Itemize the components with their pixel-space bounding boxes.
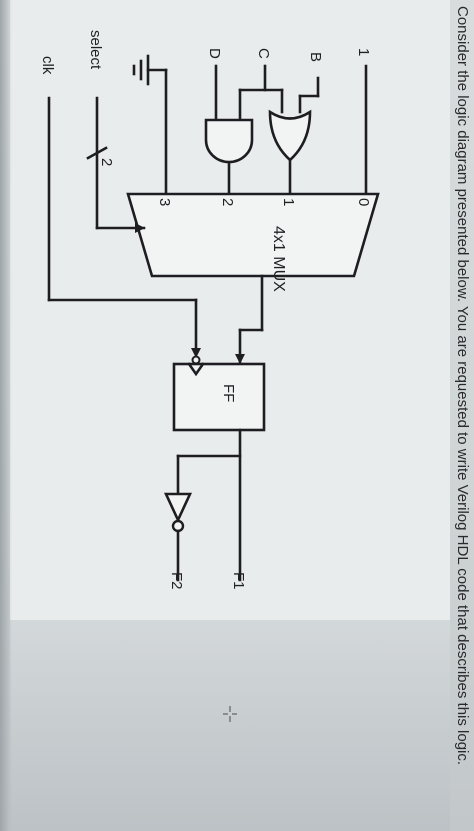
label-mux-in1: 1 bbox=[280, 198, 297, 206]
label-mux-in3: 3 bbox=[156, 198, 173, 206]
label-input-d: D bbox=[206, 48, 223, 59]
inverter-bubble-icon bbox=[171, 519, 185, 533]
page-edge-shadow bbox=[0, 0, 12, 831]
label-flipflop: FF bbox=[220, 384, 237, 402]
question-text: Consider the logic diagram presented bel… bbox=[454, 6, 471, 765]
label-input-b: B bbox=[307, 52, 324, 62]
label-mux-in0: 0 bbox=[355, 198, 372, 206]
label-mux-in2: 2 bbox=[219, 198, 236, 206]
bus-slash-icon bbox=[86, 146, 108, 160]
inverter-icon bbox=[163, 492, 193, 524]
mux-out-arrow-icon bbox=[235, 354, 245, 364]
label-input-1: 1 bbox=[355, 48, 372, 56]
clock-bubble-icon bbox=[191, 355, 201, 365]
label-select: select bbox=[87, 30, 104, 70]
label-output-f1: F1 bbox=[230, 572, 247, 590]
label-bus-width: 2 bbox=[98, 158, 115, 166]
flipflop-block bbox=[172, 362, 266, 432]
answer-area bbox=[10, 620, 450, 831]
clk-arrow-icon bbox=[191, 348, 201, 358]
ground-icon bbox=[132, 54, 150, 86]
crosshair-cursor-icon bbox=[223, 706, 237, 722]
label-mux: 4x1 MUX bbox=[270, 226, 287, 292]
mux-block bbox=[126, 192, 380, 278]
label-input-c: C bbox=[255, 48, 272, 59]
clock-edge-icon bbox=[187, 362, 205, 377]
and-gate-icon bbox=[204, 118, 254, 164]
select-arrow-icon bbox=[135, 223, 145, 233]
question-card bbox=[10, 0, 450, 620]
label-output-f2: F2 bbox=[168, 572, 185, 590]
label-clk: clk bbox=[39, 56, 56, 75]
or-gate-icon bbox=[268, 109, 312, 162]
